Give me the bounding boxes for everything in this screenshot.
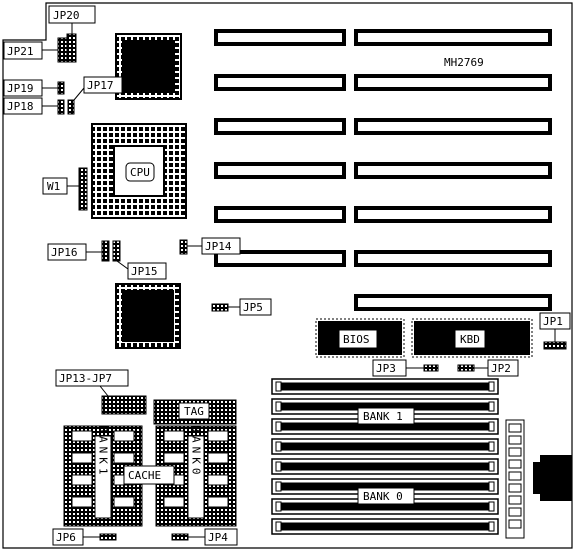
upper-chip-core — [122, 40, 175, 93]
jp2-label-box — [487, 359, 519, 377]
expansion-slot-row-1 — [214, 29, 552, 46]
bios-label: BIOS — [343, 333, 370, 346]
jp13-jp7-label-box — [55, 369, 129, 387]
jp4-label-box — [204, 528, 238, 546]
kbd-label-box — [454, 329, 486, 349]
jp14-jumper: JP14 — [179, 237, 241, 255]
jp18-pins — [57, 99, 65, 115]
simm-slot-8 — [271, 518, 499, 535]
jp6-label: JP6 — [56, 531, 76, 544]
bank0-label: BANK 0 — [363, 490, 403, 503]
jp6-jumper: JP6 — [52, 528, 117, 546]
jp17-label: JP17 — [87, 79, 114, 92]
jp15-label: JP15 — [131, 265, 158, 278]
jp18-label: JP18 — [7, 100, 34, 113]
tag-chip: TAG — [153, 399, 237, 425]
jp4-jumper: JP4 — [171, 528, 238, 546]
jp3-label: JP3 — [376, 362, 396, 375]
jp14-label: JP14 — [205, 240, 232, 253]
expansion-slot-row-2 — [214, 74, 552, 91]
power-connector — [505, 419, 525, 539]
jp1-pins — [543, 341, 567, 350]
jp17-jumper: JP17 — [73, 76, 123, 101]
jp6-pins — [99, 533, 117, 541]
w1-jumper: W1 — [42, 167, 88, 211]
expansion-slots — [214, 29, 552, 311]
cpu-label: CPU — [130, 166, 150, 179]
bios-label-box — [338, 329, 378, 349]
bank1-label: BANK 1 — [363, 410, 403, 423]
jp13-jp7-pins — [101, 395, 147, 415]
bank0-label-box — [357, 487, 415, 505]
model-label: MH2769 — [444, 56, 484, 69]
cache-label-box — [123, 465, 175, 485]
jp19-label: JP19 — [7, 82, 34, 95]
bank0-vertical-box — [187, 435, 205, 519]
jp16-jumper: JP16 — [47, 240, 110, 262]
jp15-pins — [112, 240, 121, 262]
jp14-label-box — [201, 237, 241, 255]
jp4-label: JP4 — [208, 531, 228, 544]
keyboard-connector — [533, 455, 572, 501]
jp5-label: JP5 — [243, 301, 263, 314]
jp5-jumper: JP5 — [211, 298, 272, 316]
jp20-jumper: JP20 — [48, 5, 96, 63]
expansion-slot-row-6 — [214, 250, 552, 267]
jp17-label-box — [83, 76, 123, 94]
jp21-label: JP21 — [7, 45, 34, 58]
bank1-vertical-box — [94, 435, 112, 519]
jp21-pins — [57, 37, 68, 63]
jp2-label: JP2 — [491, 362, 511, 375]
w1-pins — [78, 167, 88, 211]
jp20-pins — [66, 33, 77, 63]
jp3-jumper: JP3 — [372, 359, 439, 377]
expansion-slot-row-7 — [354, 294, 552, 311]
bios-chip: BIOS — [315, 318, 405, 358]
cpu-label-box — [125, 162, 155, 182]
simm-slot-1 — [271, 378, 499, 395]
jp16-pins — [101, 240, 110, 262]
jp2-pins — [457, 364, 475, 372]
expansion-slot-row-3 — [214, 118, 552, 135]
bank1-label-box — [357, 407, 415, 425]
lower-chip-core — [122, 290, 174, 342]
jp15-label-box — [127, 262, 167, 280]
jp20-label: JP20 — [53, 9, 80, 22]
cache-label: CACHE — [128, 469, 161, 482]
kbd-label: KBD — [460, 333, 480, 346]
jp2-jumper: JP2 — [457, 359, 519, 377]
bank1-vertical-label: BANK1 — [97, 425, 110, 478]
expansion-slot-row-4 — [214, 162, 552, 179]
bank0-vertical-label: BANK0 — [190, 425, 203, 478]
jp3-pins — [423, 364, 439, 372]
tag-label-box — [178, 402, 210, 420]
jp5-label-box — [239, 298, 272, 316]
jp5-pins — [211, 303, 229, 312]
w1-label: W1 — [47, 180, 60, 193]
jp16-label: JP16 — [51, 246, 78, 259]
jp4-pins — [171, 533, 189, 541]
jp14-pins — [179, 239, 188, 255]
kbd-chip: KBD — [411, 318, 533, 358]
jp19-pins — [57, 81, 65, 95]
jp21-jumper: JP21 — [3, 37, 68, 63]
jp1-jumper: JP1 — [539, 312, 571, 350]
simm-slot-4 — [271, 438, 499, 455]
jp1-label: JP1 — [543, 315, 563, 328]
jp19-jumper: JP19 — [3, 79, 65, 97]
cpu-socket: CPU — [91, 123, 187, 219]
simm-slot-5 — [271, 458, 499, 475]
simm-banks: BANK 1 BANK 0 — [271, 378, 499, 535]
jp18-jumper: JP18 — [3, 97, 75, 115]
expansion-slot-row-5 — [214, 206, 552, 223]
jp13-jp7-jumpers: JP13-JP7 — [55, 369, 147, 415]
jp15-jumper: JP15 — [112, 240, 167, 280]
jp13-jp7-label: JP13-JP7 — [59, 372, 112, 385]
jp18-pins-2 — [67, 99, 75, 115]
tag-label: TAG — [184, 405, 204, 418]
